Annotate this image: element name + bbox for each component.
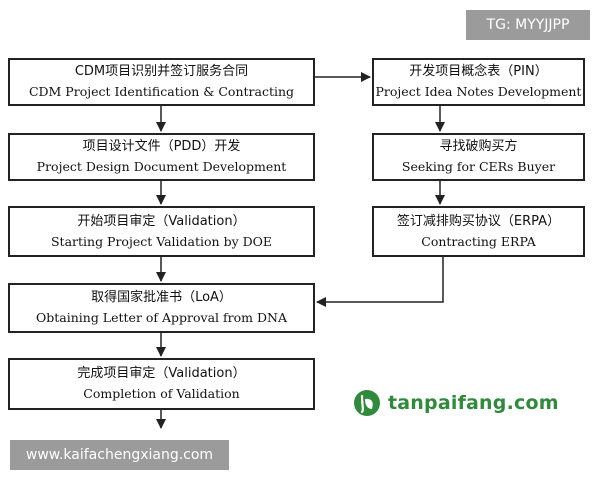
step-obtain-loa: 取得国家批准书（LoA） Obtaining Letter of Approva… xyxy=(8,283,315,333)
step-label-en: Starting Project Validation by DOE xyxy=(50,233,273,249)
step-label-en: Project Idea Notes Development xyxy=(375,84,582,99)
step-label-zh: 开发项目概念表（PIN） xyxy=(409,64,548,79)
brand-text: tanpaifang.com xyxy=(388,392,559,414)
step-label-en: Completion of Validation xyxy=(83,386,240,401)
step-contract-erpa: 签订减排购买协议（ERPA） Contracting ERPA xyxy=(372,206,585,257)
step-label-en: Obtaining Letter of Approval from DNA xyxy=(36,310,287,325)
step-cdm-identification: CDM项目识别并签订服务合同 CDM Project Identificatio… xyxy=(8,58,315,106)
step-label-zh: 项目设计文件（PDD）开发 xyxy=(82,139,241,154)
step-complete-validation: 完成项目审定（Validation） Completion of Validat… xyxy=(8,358,315,410)
brand-watermark: tanpaifang.com xyxy=(352,387,559,419)
step-start-validation: 开始项目审定（Validation） Starting Project Vali… xyxy=(8,206,315,257)
brand-leaf-icon xyxy=(354,390,380,416)
arrow-erpa-to-loa xyxy=(316,257,444,307)
step-pdd-development: 项目设计文件（PDD）开发 Project Design Document De… xyxy=(8,133,315,181)
url-watermark: www.kaifachengxiang.com xyxy=(10,440,229,470)
step-label-zh: 寻找破购买方 xyxy=(439,139,518,154)
step-seek-buyer: 寻找破购买方 Seeking for CERs Buyer xyxy=(372,133,585,181)
step-label-zh: 取得国家批准书（LoA） xyxy=(91,290,232,305)
step-label-en: Seeking for CERs Buyer xyxy=(401,159,556,174)
step-label-zh: 完成项目审定（Validation） xyxy=(77,366,246,381)
step-pin-development: 开发项目概念表（PIN） Project Idea Notes Developm… xyxy=(372,58,585,106)
tg-watermark: TG: MYYJJPP xyxy=(466,10,590,40)
step-label-en: Contracting ERPA xyxy=(421,233,536,249)
step-label-zh: 开始项目审定（Validation） xyxy=(77,213,246,229)
step-label-zh: 签订减排购买协议（ERPA） xyxy=(396,213,561,229)
step-label-zh: CDM项目识别并签订服务合同 xyxy=(74,64,249,79)
step-label-en: Project Design Document Development xyxy=(36,159,287,174)
step-label-en: CDM Project Identification & Contracting xyxy=(28,84,295,99)
